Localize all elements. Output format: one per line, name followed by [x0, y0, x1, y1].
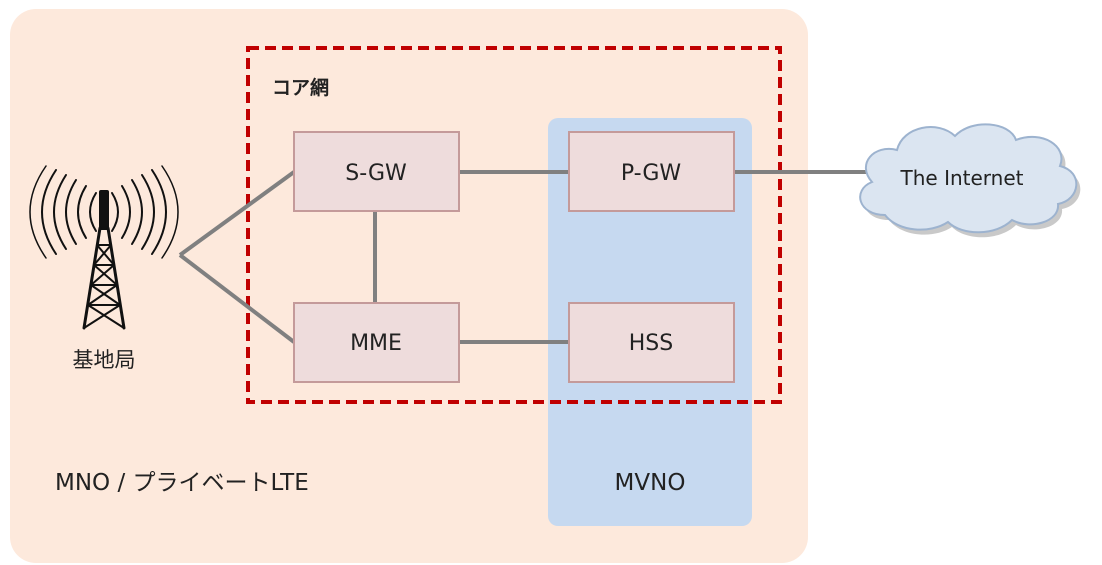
node-mme: MME — [293, 302, 460, 383]
node-pgw: P-GW — [568, 131, 735, 212]
node-pgw-label: P-GW — [621, 161, 682, 186]
internet-label: The Internet — [900, 166, 1024, 190]
mno-region-label: MNO / プライベートLTE — [55, 470, 309, 496]
node-mme-label: MME — [350, 331, 402, 356]
link-basestation-mme — [178, 253, 296, 344]
links — [178, 170, 868, 344]
node-hss: HSS — [568, 302, 735, 383]
core-network-boundary — [246, 46, 782, 404]
link-basestation-sgw — [178, 170, 296, 257]
base-station-label: 基地局 — [73, 348, 136, 372]
node-sgw-label: S-GW — [345, 161, 407, 186]
cloud-icon — [859, 123, 1081, 238]
mvno-region-label: MVNO — [615, 470, 686, 496]
core-network-label: コア網 — [272, 76, 329, 99]
node-hss-label: HSS — [629, 331, 673, 356]
cell-tower-icon — [29, 165, 179, 330]
node-sgw: S-GW — [293, 131, 460, 212]
